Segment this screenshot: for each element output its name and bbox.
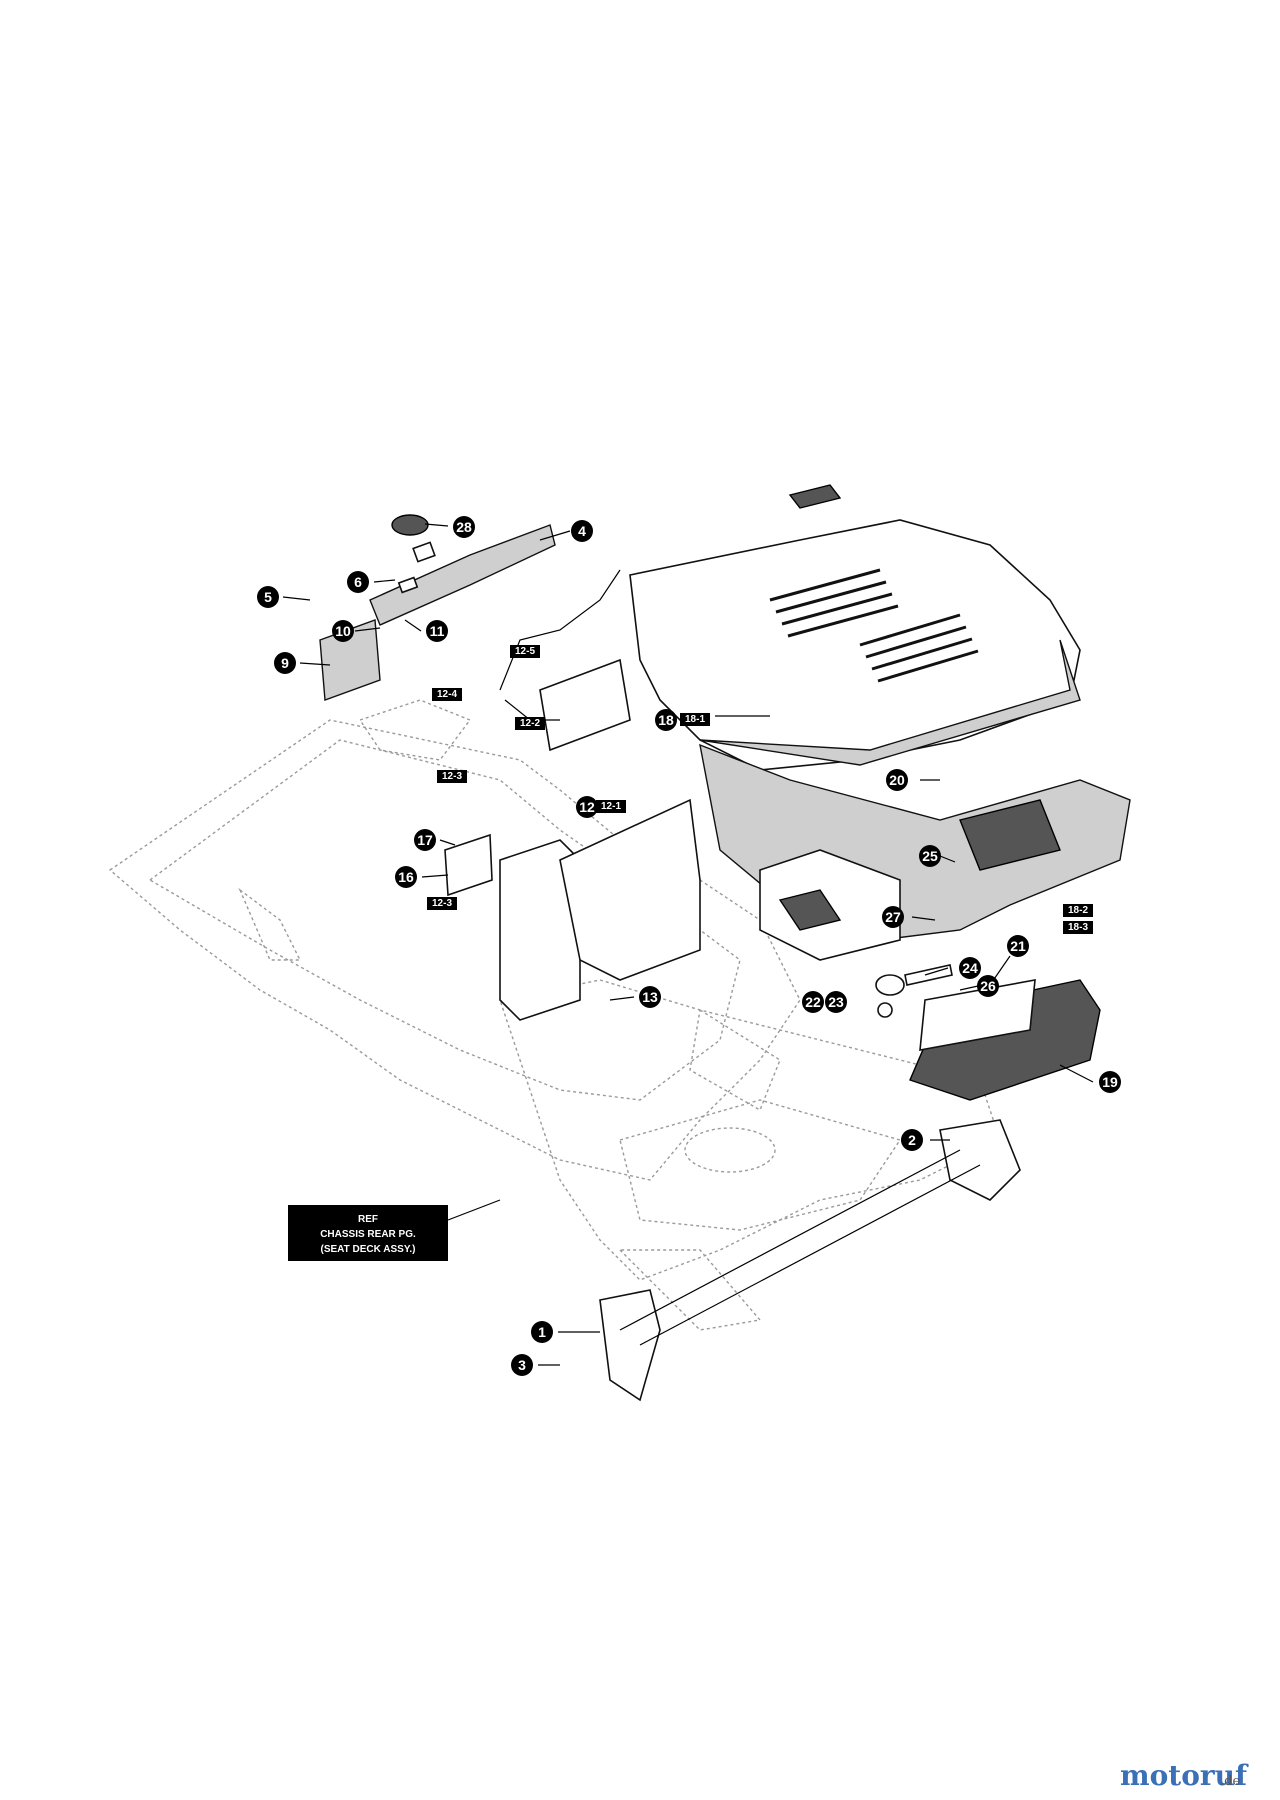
tag-12-2-label: 12-2 xyxy=(520,718,540,729)
callout-19: 19 xyxy=(1099,1071,1121,1093)
callout-23-label: 23 xyxy=(828,994,844,1010)
tag-18-2: 18-2 xyxy=(1063,904,1093,917)
callout-11: 11 xyxy=(426,620,448,642)
callout-9-label: 9 xyxy=(281,655,289,671)
tag-12-5: 12-5 xyxy=(510,645,540,658)
tags: 12-5 12-4 12-2 12-3 12-1 12-3 18-1 18-2 … xyxy=(427,645,1093,934)
callouts: 28 4 6 5 10 11 9 18 12 13 16 17 20 25 27… xyxy=(257,516,1121,1376)
tag-12-3-upper-label: 12-3 xyxy=(442,771,462,782)
tag-18-1: 18-1 xyxy=(680,713,710,726)
callout-16-label: 16 xyxy=(398,869,414,885)
callout-27: 27 xyxy=(882,906,904,928)
reference-line-2: CHASSIS REAR PG. xyxy=(320,1229,416,1240)
callout-10: 10 xyxy=(332,620,354,642)
callout-26-label: 26 xyxy=(980,978,996,994)
tag-12-5-label: 12-5 xyxy=(515,646,535,657)
tag-12-3-upper: 12-3 xyxy=(437,770,467,783)
callout-11-label: 11 xyxy=(430,623,445,639)
callout-3: 3 xyxy=(511,1354,533,1376)
callout-28: 28 xyxy=(453,516,475,538)
tag-12-3-lower-label: 12-3 xyxy=(432,898,452,909)
callout-13: 13 xyxy=(639,986,661,1008)
reference-box: REF CHASSIS REAR PG. (SEAT DECK ASSY.) xyxy=(288,1205,448,1261)
callout-22: 22 xyxy=(802,991,824,1013)
callout-10-label: 10 xyxy=(335,623,351,639)
callout-1-label: 1 xyxy=(538,1324,546,1340)
callout-5: 5 xyxy=(257,586,279,608)
callout-4: 4 xyxy=(571,520,593,542)
logo-main: motoruf xyxy=(1120,1759,1249,1792)
chassis-ghost-outline xyxy=(108,699,1001,1331)
callout-2: 2 xyxy=(901,1129,923,1151)
callout-13-label: 13 xyxy=(642,989,658,1005)
callout-17: 17 xyxy=(414,829,436,851)
callout-27-label: 27 xyxy=(885,909,901,925)
tag-12-1: 12-1 xyxy=(596,800,626,813)
tag-18-3: 18-3 xyxy=(1063,921,1093,934)
callout-3-label: 3 xyxy=(518,1357,526,1373)
reference-line-1: REF xyxy=(358,1214,378,1225)
reference-line-3: (SEAT DECK ASSY.) xyxy=(320,1244,415,1255)
motoruf-logo: motoruf .de xyxy=(1120,1759,1249,1792)
callout-20-label: 20 xyxy=(889,772,905,788)
tag-12-3-lower: 12-3 xyxy=(427,897,457,910)
callout-9: 9 xyxy=(274,652,296,674)
callout-4-label: 4 xyxy=(578,523,586,539)
hood-assembly xyxy=(629,484,1081,771)
logo-suffix: .de xyxy=(1220,1774,1240,1789)
callout-5-label: 5 xyxy=(264,589,272,605)
callout-17-label: 17 xyxy=(417,832,433,848)
dash-panel xyxy=(319,514,556,701)
tag-12-4-label: 12-4 xyxy=(437,689,457,700)
callout-25: 25 xyxy=(919,845,941,867)
callout-23: 23 xyxy=(825,991,847,1013)
callout-22-label: 22 xyxy=(805,994,821,1010)
callout-21-label: 21 xyxy=(1010,938,1026,954)
callout-21: 21 xyxy=(1007,935,1029,957)
callout-12: 12 xyxy=(576,796,598,818)
tag-12-1-label: 12-1 xyxy=(601,801,621,812)
callout-2-label: 2 xyxy=(908,1132,916,1148)
callout-19-label: 19 xyxy=(1102,1074,1118,1090)
callout-18: 18 xyxy=(655,709,677,731)
engine-housing xyxy=(699,743,1131,961)
callout-12-label: 12 xyxy=(579,799,595,815)
callout-26: 26 xyxy=(977,975,999,997)
callout-6-label: 6 xyxy=(354,574,362,590)
callout-18-label: 18 xyxy=(658,712,674,728)
callout-24-label: 24 xyxy=(962,960,978,976)
tag-18-3-label: 18-3 xyxy=(1068,922,1088,933)
center-brackets xyxy=(444,569,701,1021)
callout-1: 1 xyxy=(531,1321,553,1343)
callout-25-label: 25 xyxy=(922,848,938,864)
tag-18-2-label: 18-2 xyxy=(1068,905,1088,916)
lower-brackets xyxy=(599,1119,1021,1402)
tag-18-1-label: 18-1 xyxy=(685,714,705,725)
callout-24: 24 xyxy=(959,957,981,979)
callout-28-label: 28 xyxy=(456,519,472,535)
callout-16: 16 xyxy=(395,866,417,888)
tag-12-4: 12-4 xyxy=(432,688,462,701)
callout-20: 20 xyxy=(886,769,908,791)
callout-6: 6 xyxy=(347,571,369,593)
tag-12-2: 12-2 xyxy=(515,717,545,730)
